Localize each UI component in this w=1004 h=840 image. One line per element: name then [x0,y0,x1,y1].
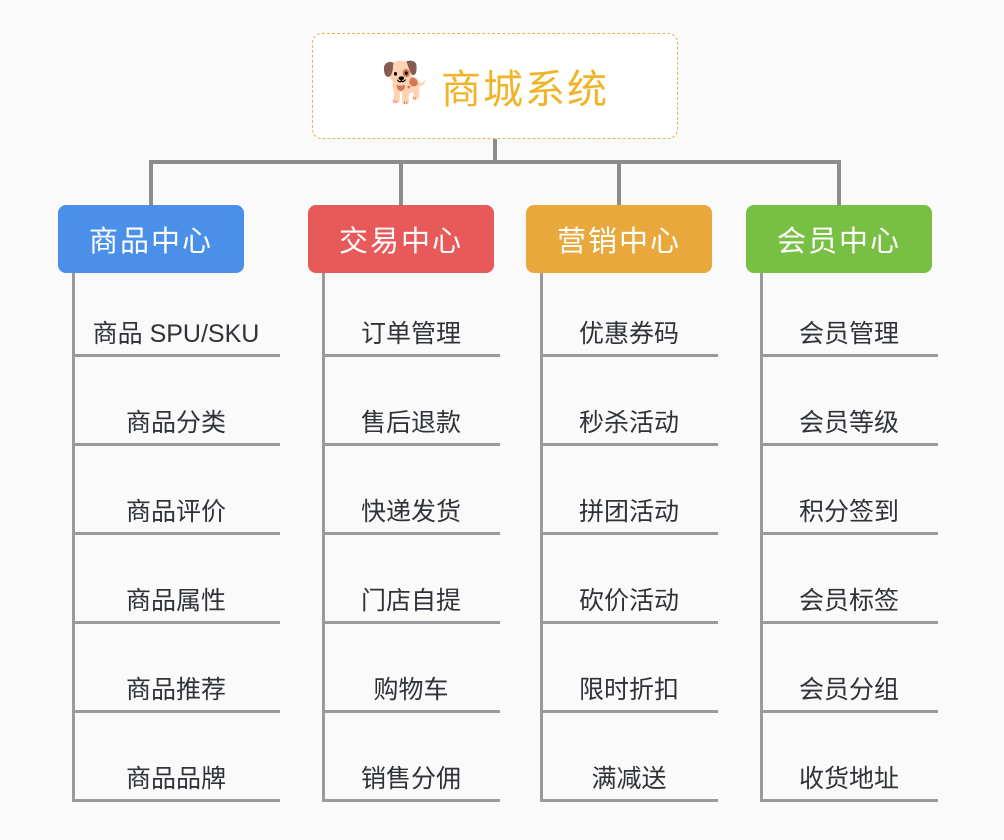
leaf-item[interactable]: 积分签到 [760,479,938,535]
category-box-4[interactable]: 会员中心 [746,205,932,273]
category-label: 营销中心 [556,226,681,258]
leaf-item[interactable]: 商品评价 [72,479,280,535]
category-label: 商品中心 [88,226,213,258]
leaf-item-label: 收货地址 [798,764,899,793]
leaf-item-label: 会员标签 [798,586,899,615]
leaf-item[interactable]: 砍价活动 [540,568,718,624]
leaf-item-label: 会员等级 [798,408,899,437]
root-node[interactable]: 🐕 商城系统 [312,33,678,139]
leaf-item[interactable]: 商品推荐 [72,657,280,713]
category-label: 会员中心 [776,226,901,258]
leaf-item-label: 商品 SPU/SKU [92,319,260,348]
leaf-item-label: 购物车 [373,675,449,704]
leaf-item[interactable]: 订单管理 [322,301,500,357]
category-box-2[interactable]: 交易中心 [308,205,494,273]
leaf-spine [322,273,325,802]
leaf-item-label: 满减送 [591,764,667,793]
leaf-item-label: 订单管理 [360,319,461,348]
leaf-item[interactable]: 售后退款 [322,390,500,446]
leaf-item[interactable]: 商品属性 [72,568,280,624]
leaf-item-label: 限时折扣 [578,675,679,704]
leaf-item[interactable]: 拼团活动 [540,479,718,535]
leaf-item-label: 销售分佣 [360,764,461,793]
leaf-item[interactable]: 会员管理 [760,301,938,357]
leaf-item[interactable]: 购物车 [322,657,500,713]
leaf-item-label: 拼团活动 [578,497,679,526]
leaf-item-label: 商品分类 [125,408,226,437]
category-label: 交易中心 [338,226,463,258]
leaf-item[interactable]: 收货地址 [760,746,938,802]
leaf-spine [72,273,75,802]
connector-branch-2 [399,160,403,205]
leaf-item[interactable]: 会员分组 [760,657,938,713]
leaf-spine [540,273,543,802]
leaf-item[interactable]: 快递发货 [322,479,500,535]
leaf-item-label: 售后退款 [360,408,461,437]
leaf-item[interactable]: 会员标签 [760,568,938,624]
leaf-item-label: 优惠券码 [578,319,679,348]
leaf-item[interactable]: 限时折扣 [540,657,718,713]
leaf-item[interactable]: 销售分佣 [322,746,500,802]
leaf-item[interactable]: 商品品牌 [72,746,280,802]
root-node-label: 商城系统 [441,68,609,112]
leaf-item-label: 商品属性 [125,586,226,615]
leaf-item[interactable]: 满减送 [540,746,718,802]
category-box-3[interactable]: 营销中心 [526,205,712,273]
connector-branch-1 [149,160,153,205]
leaf-item[interactable]: 秒杀活动 [540,390,718,446]
leaf-spine [760,273,763,802]
connector-branch-3 [617,160,621,205]
leaf-item[interactable]: 会员等级 [760,390,938,446]
connector-horizontal-bus [149,160,841,164]
leaf-item-label: 商品品牌 [125,764,226,793]
connector-root-stem [493,139,497,163]
leaf-item-label: 会员分组 [798,675,899,704]
leaf-item[interactable]: 优惠券码 [540,301,718,357]
leaf-item-label: 商品推荐 [125,675,226,704]
connector-branch-4 [837,160,841,205]
shiba-dog-face-icon: 🐕 [381,61,431,105]
leaf-item[interactable]: 商品 SPU/SKU [72,301,280,357]
leaf-item-label: 会员管理 [798,319,899,348]
leaf-item-label: 商品评价 [125,497,226,526]
leaf-item-label: 积分签到 [798,497,899,526]
leaf-item[interactable]: 商品分类 [72,390,280,446]
leaf-item-label: 门店自提 [360,586,461,615]
leaf-item[interactable]: 门店自提 [322,568,500,624]
leaf-item-label: 砍价活动 [578,586,679,615]
leaf-item-label: 秒杀活动 [578,408,679,437]
leaf-item-label: 快递发货 [360,497,461,526]
category-box-1[interactable]: 商品中心 [58,205,244,273]
